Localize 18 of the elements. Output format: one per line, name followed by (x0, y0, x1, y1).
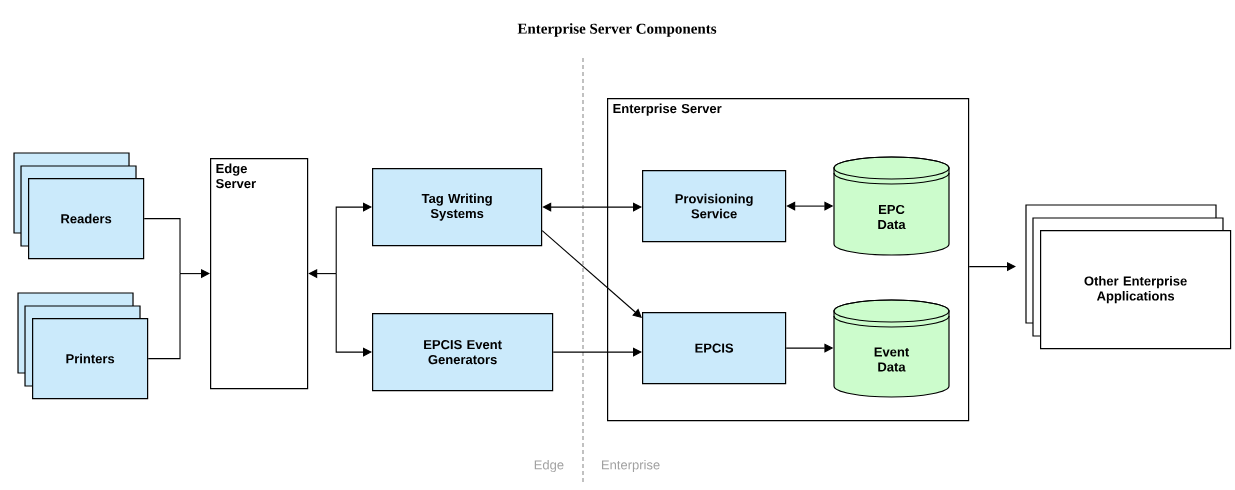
title: Enterprise Server Components (517, 23, 717, 37)
database-cylinder: Event Data (833, 299, 950, 398)
process-box: Tag Writing Systems (372, 168, 543, 247)
arrow (552, 347, 642, 357)
region-label: Edge (534, 459, 564, 473)
arrow (143, 218, 210, 360)
process-box: EPCIS (642, 312, 787, 385)
process-box: EPCIS Event Generators (372, 313, 554, 392)
arrow (308, 202, 372, 357)
arrow (541, 230, 642, 318)
process-box: Provisioning Service (642, 170, 787, 243)
stacked-box: Printers (17, 292, 149, 400)
stacked-box: Other Enterprise Applications (1025, 204, 1232, 350)
server-box: Edge Server (210, 158, 309, 390)
arrow (542, 202, 642, 212)
stacked-box: Readers (13, 152, 145, 260)
region-label: Enterprise (602, 459, 660, 473)
database-cylinder: EPC Data (833, 156, 950, 256)
